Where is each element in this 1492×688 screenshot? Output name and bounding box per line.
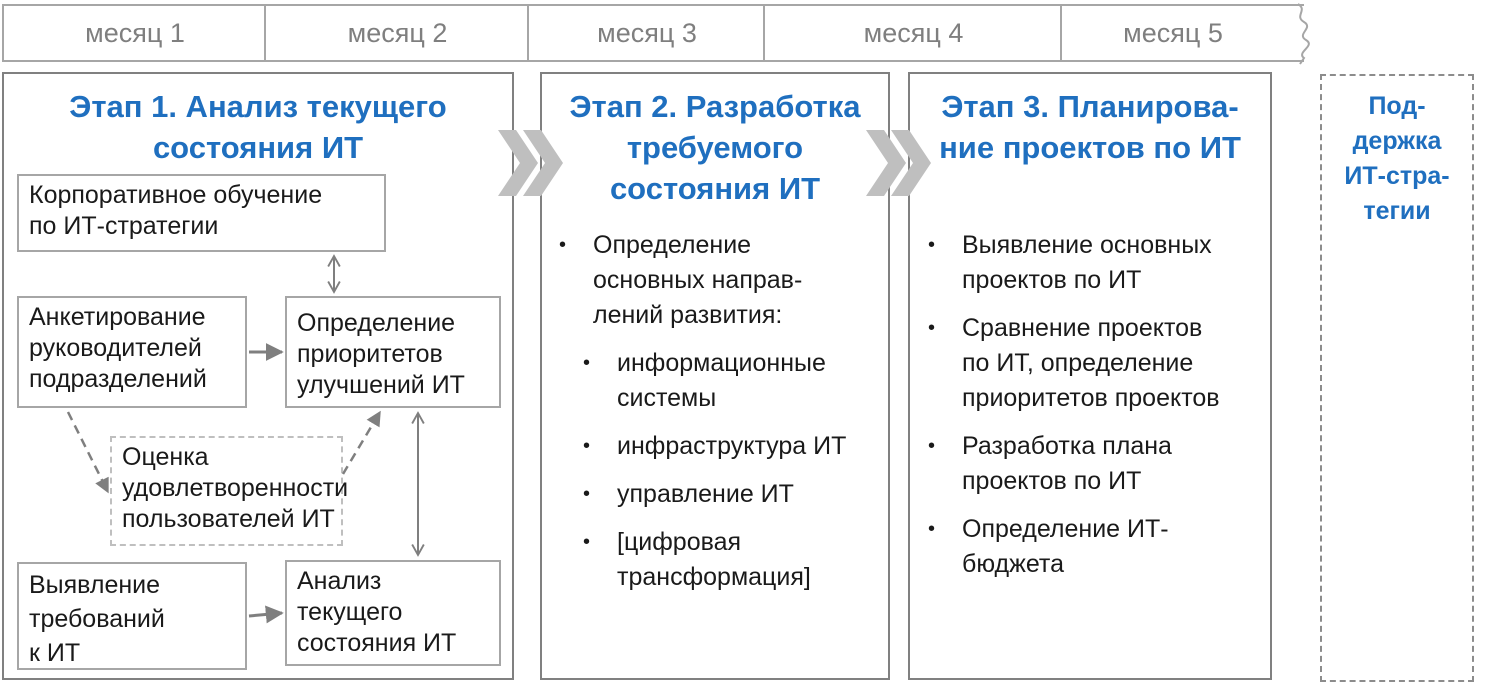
arrow-survey-satisfaction: [66, 411, 110, 494]
stage-3-item: Сравнение проектов по ИТ, определение пр…: [924, 311, 1269, 416]
box-current-state-analysis: Анализ текущего состояния ИТ: [285, 560, 501, 666]
support-title: Под- держка ИТ-стра- тегии: [1344, 92, 1450, 225]
box-manager-survey: Анкетирование руководителей подразделени…: [17, 296, 247, 408]
month-3: месяц 3: [527, 4, 765, 62]
arrow-requirements-analysis: [248, 605, 284, 624]
month-4: месяц 4: [763, 4, 1062, 62]
stage-2-subitem: информационные системы: [555, 346, 890, 416]
stage-1-title: Этап 1. Анализ текущего состояния ИТ: [69, 89, 447, 165]
stage-3-item: Выявление основных проектов по ИТ: [924, 228, 1269, 298]
box-improvement-priorities: Определение приоритетов улучшений ИТ: [285, 296, 501, 408]
stage-1-panel: [2, 72, 514, 680]
stage-2-subitem: управление ИТ: [555, 477, 890, 512]
stage-2-list: Определение основных направ- лений разви…: [555, 228, 890, 595]
box-corporate-training: Корпоративное обучение по ИТ-стратегии: [17, 174, 386, 252]
stage-3-list: Выявление основных проектов по ИТ Сравне…: [924, 228, 1269, 582]
chevron-icon: [498, 130, 563, 196]
stage-3-panel: [908, 72, 1272, 680]
box-user-satisfaction: Оценка удовлетворенности пользователей И…: [110, 436, 348, 546]
month-1: месяц 1: [2, 4, 266, 62]
timeline-break-icon: [1297, 3, 1310, 65]
stage-2-title: Этап 2. Разработка требуемого состояния …: [569, 89, 861, 206]
support-panel: [1320, 74, 1474, 682]
box-it-requirements: Выявление требований к ИТ: [17, 562, 247, 670]
month-5: месяц 5: [1060, 4, 1304, 62]
month-2: месяц 2: [264, 4, 529, 62]
arrow-satisfaction-priorities: [341, 410, 382, 475]
chevron-icon: [866, 130, 931, 196]
stage-2-subitem: инфраструктура ИТ: [555, 429, 890, 464]
stage-2-subitem: [цифровая трансформация]: [555, 525, 890, 595]
stage-3-title: Этап 3. Планирова- ние проектов по ИТ: [939, 89, 1241, 165]
stage-2-main-item: Определение основных направ- лений разви…: [555, 228, 890, 333]
stage-3-item: Определение ИТ- бюджета: [924, 512, 1269, 582]
stage-3-item: Разработка плана проектов по ИТ: [924, 429, 1269, 499]
